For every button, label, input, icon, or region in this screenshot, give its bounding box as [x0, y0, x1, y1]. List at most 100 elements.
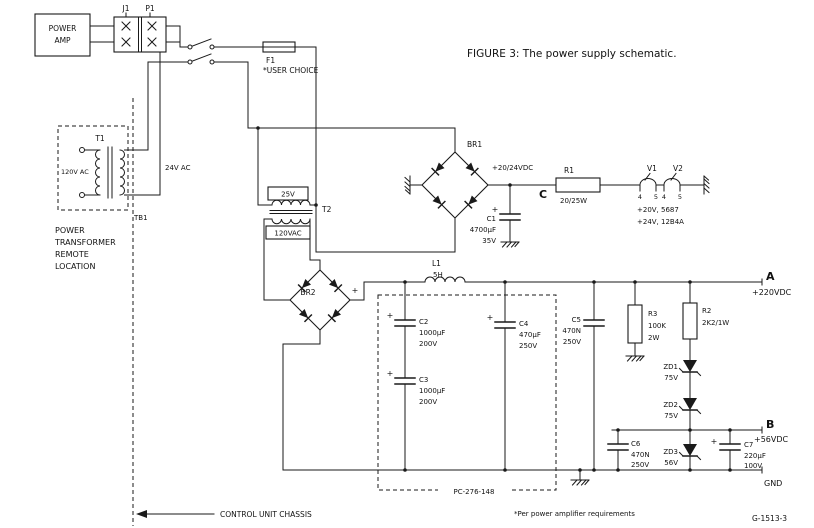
c5-capacitor: C5 470N 250V	[562, 316, 605, 346]
c7-polarity-label: +	[711, 437, 718, 446]
zd3-ref-label: ZD3	[663, 448, 678, 456]
c2-polarity-label: +	[387, 311, 394, 320]
gnd-label: GND	[764, 479, 782, 488]
drawing-number: G-1513-3	[752, 514, 787, 523]
power-amp-label-2: AMP	[54, 36, 71, 45]
c2-volt-label: 200V	[419, 340, 437, 348]
tube-note-1: +20V, 5687	[637, 206, 679, 214]
v1-ref-label: V1	[647, 164, 657, 173]
c3-volt-label: 200V	[419, 398, 437, 406]
arrow-left-icon	[136, 510, 147, 518]
ground-icon	[703, 175, 710, 195]
zd2-ref-label: ZD2	[663, 401, 678, 409]
tube-note-2: +24V, 12B4A	[637, 218, 684, 226]
t2-tap-box	[267, 186, 309, 201]
power-amp-label-1: POWER	[49, 24, 77, 33]
v1-pin4-label: 4	[638, 193, 642, 201]
t2-ref-label: T2	[321, 205, 332, 214]
r2-ref-label: R2	[702, 307, 711, 315]
zd1-ref-label: ZD1	[663, 363, 678, 371]
v2-pin5-label: 5	[678, 193, 682, 201]
r3-body-icon	[627, 304, 643, 344]
zd3-zener: ZD3 56V	[663, 443, 702, 467]
l1-value-label: 5H	[433, 271, 443, 279]
remote-note-line: REMOTE	[55, 250, 89, 259]
j1-p1-connector: J1 P1	[113, 4, 167, 53]
figure-title: FIGURE 3: The power supply schematic.	[467, 48, 677, 60]
c5-ref-label: C5	[572, 316, 581, 324]
c2-capacitor: + C2 1000µF 200V	[387, 311, 446, 348]
r1-resistor: R1 20/25W	[555, 166, 601, 205]
fuse-note-label: *USER CHOICE	[263, 66, 319, 75]
l1-inductor: L1 5H	[424, 259, 466, 283]
c7-value-label: 220µF	[744, 452, 766, 460]
node-b-label: B	[766, 418, 774, 431]
c4-ref-label: C4	[519, 320, 529, 328]
j1-label: J1	[122, 4, 130, 13]
br2-bridge: BR2 +	[289, 269, 359, 331]
t1-transformer-block: T1 120V AC 24V AC TB1	[57, 125, 191, 222]
r3-resistor: R3 100K 2W	[625, 304, 666, 362]
br2-ref-label: BR2	[300, 288, 315, 297]
c6-volt-label: 250V	[631, 461, 649, 469]
t1-primary-coil-icon	[95, 149, 101, 196]
ground-icon	[570, 479, 590, 486]
t1-secondary-coil-icon	[119, 149, 125, 196]
c4-value-label: 470µF	[519, 331, 541, 339]
c6-ref-label: C6	[631, 440, 641, 448]
wires	[84, 25, 763, 481]
br1-diamond-icon	[421, 151, 489, 219]
c1-value-label: 4700µF	[470, 226, 496, 234]
remote-note-line: TRANSFORMER	[54, 238, 116, 247]
zd2-zener: ZD2 75V	[663, 397, 702, 420]
v1-heater-arc-icon	[639, 178, 657, 186]
br2-diamond-icon	[289, 269, 351, 331]
r3-ref-label: R3	[648, 310, 657, 318]
fuse-f1: F1 *USER CHOICE	[262, 41, 319, 75]
chassis-label: CONTROL UNIT CHASSIS	[220, 510, 312, 519]
c4-capacitor: + C4 470µF 250V	[487, 313, 541, 350]
c1-polarity-label: +	[492, 205, 499, 214]
p1-label: P1	[145, 4, 155, 13]
l1-coil-icon	[424, 276, 466, 283]
r3-power-label: 2W	[648, 334, 659, 342]
remote-location-note: POWER TRANSFORMER REMOTE LOCATION	[54, 226, 116, 271]
zd1-value-label: 75V	[664, 374, 678, 382]
c3-capacitor: + C3 1000µF 200V	[387, 369, 446, 406]
zd1-zener: ZD1 75V	[663, 359, 702, 382]
node-a-label: A	[766, 270, 775, 283]
r2-resistor: R2 2K2/1W	[682, 302, 729, 340]
chassis-boundary: CONTROL UNIT CHASSIS	[132, 98, 312, 526]
c3-value-label: 1000µF	[419, 387, 445, 395]
c1-volt-label: 35V	[482, 237, 496, 245]
l1-ref-label: L1	[432, 259, 441, 268]
br1-bridge: BR1 +20/24VDC	[404, 140, 533, 219]
t1-primary-label: 120V AC	[61, 168, 89, 176]
c5-volt-label: 250V	[563, 338, 581, 346]
t2-primary-coil-icon	[271, 199, 311, 206]
power-switch	[187, 38, 215, 65]
node-c-label: C	[539, 188, 547, 201]
r2-value-label: 2K2/1W	[702, 319, 729, 327]
t2-transformer: 25V 120VAC T2	[265, 186, 332, 240]
c5-value-label: 470N	[562, 327, 581, 335]
ground-icon	[625, 355, 645, 362]
c7-ref-label: C7	[744, 441, 753, 449]
junction-dots	[256, 126, 732, 472]
v2-ref-label: V2	[673, 164, 683, 173]
c6-capacitor: C6 470N 250V	[607, 440, 650, 469]
remote-note-line: LOCATION	[55, 262, 95, 271]
c7-volt-label: 100V	[744, 462, 762, 470]
footnote: *Per power amplifier requirements	[514, 510, 635, 518]
power-amp-block: POWER AMP	[34, 13, 91, 57]
br2-polarity-label: +	[352, 286, 359, 295]
r1-ref-label: R1	[564, 166, 574, 175]
t1-terminal-icon	[79, 192, 85, 198]
c6-value-label: 470N	[631, 451, 650, 459]
t2-secondary-coil-icon	[271, 218, 311, 225]
node-c-voltage-label: +20/24VDC	[492, 164, 533, 172]
c2-ref-label: C2	[419, 318, 428, 326]
t2-secondary-box	[265, 225, 311, 240]
